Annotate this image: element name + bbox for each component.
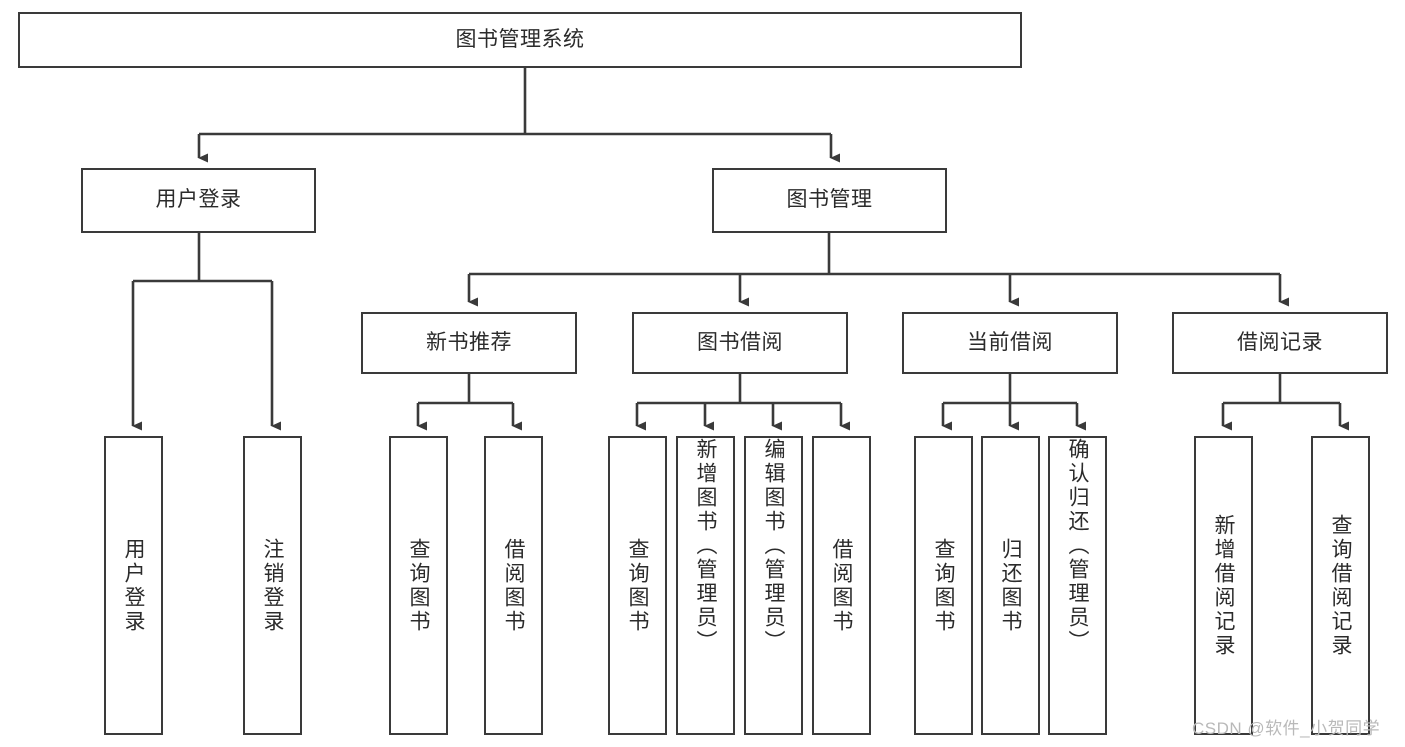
leaf-confirm-return[interactable]: 确认归还（管理员） [1048,436,1107,735]
leaf-add-record-label: 新增借阅记录 [1212,513,1235,658]
leaf-query-book-3[interactable]: 查询图书 [914,436,973,735]
node-root-label: 图书管理系统 [455,27,585,51]
node-book-borrow-label: 图书借阅 [697,330,783,354]
leaf-return-book-label: 归还图书 [999,537,1022,634]
leaf-query-book-3-label: 查询图书 [932,537,955,634]
leaf-query-book-1-label: 查询图书 [407,537,430,634]
leaf-user-login[interactable]: 用户登录 [104,436,163,735]
leaf-borrow-book-1-label: 借阅图书 [502,537,525,634]
node-book-borrow[interactable]: 图书借阅 [632,312,848,374]
node-borrow-record-label: 借阅记录 [1237,330,1323,354]
csdn-watermark: CSDN @软件_小贺同学 [1192,719,1381,738]
leaf-add-record[interactable]: 新增借阅记录 [1194,436,1253,735]
leaf-confirm-return-label: 确认归还（管理员） [1066,438,1089,654]
leaf-user-login-label: 用户登录 [122,537,145,634]
leaf-borrow-book-2-label: 借阅图书 [830,537,853,634]
leaf-query-book-1[interactable]: 查询图书 [389,436,448,735]
node-book-manage[interactable]: 图书管理 [712,168,947,233]
node-borrow-record[interactable]: 借阅记录 [1172,312,1388,374]
node-book-manage-label: 图书管理 [786,188,873,212]
leaf-add-book-label: 新增图书（管理员） [694,438,717,654]
leaf-user-logout[interactable]: 注销登录 [243,436,302,735]
leaf-borrow-book-2[interactable]: 借阅图书 [812,436,871,735]
node-new-book-recommend[interactable]: 新书推荐 [361,312,577,374]
node-new-book-recommend-label: 新书推荐 [426,330,512,354]
leaf-add-book[interactable]: 新增图书（管理员） [676,436,735,735]
leaf-query-book-2[interactable]: 查询图书 [608,436,667,735]
node-user-login-label: 用户登录 [155,188,242,212]
leaf-borrow-book-1[interactable]: 借阅图书 [484,436,543,735]
leaf-query-record-label: 查询借阅记录 [1329,513,1352,658]
node-current-borrow[interactable]: 当前借阅 [902,312,1118,374]
node-user-login[interactable]: 用户登录 [81,168,316,233]
leaf-edit-book-label: 编辑图书（管理员） [762,438,785,654]
leaf-edit-book[interactable]: 编辑图书（管理员） [744,436,803,735]
node-root[interactable]: 图书管理系统 [18,12,1022,68]
leaf-user-logout-label: 注销登录 [261,537,284,634]
leaf-return-book[interactable]: 归还图书 [981,436,1040,735]
node-current-borrow-label: 当前借阅 [967,330,1053,354]
leaf-query-record[interactable]: 查询借阅记录 [1311,436,1370,735]
leaf-query-book-2-label: 查询图书 [626,537,649,634]
